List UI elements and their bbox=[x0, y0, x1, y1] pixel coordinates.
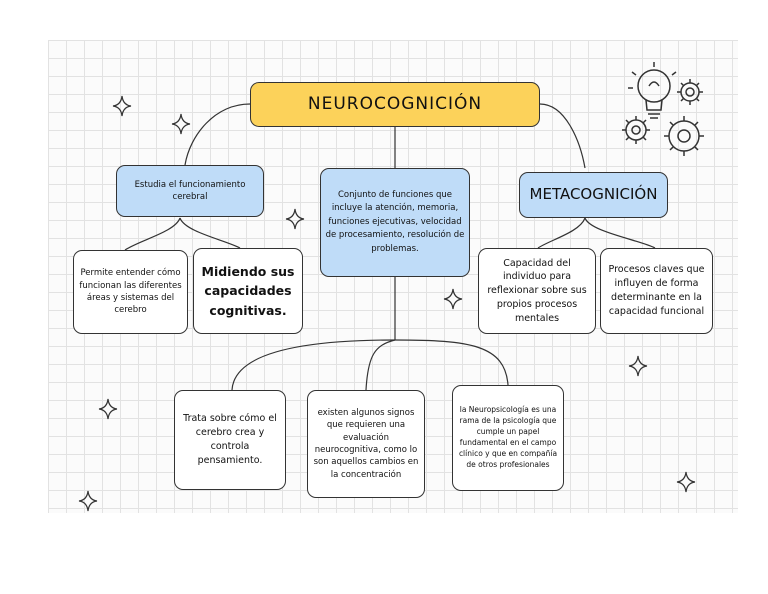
branch-metacognition: METACOGNICIÓN bbox=[519, 172, 668, 218]
sparkle-icon bbox=[628, 355, 648, 377]
right-child-key-processes: Procesos claves que influyen de forma de… bbox=[600, 248, 713, 334]
left-child-capacities: Midiendo sus capacidades cognitivas. bbox=[193, 248, 303, 334]
sparkle-icon bbox=[112, 95, 132, 117]
sparkle-icon bbox=[171, 113, 191, 135]
branch-left: Estudia el funcionamiento cerebral bbox=[116, 165, 264, 217]
right-child-reflection: Capacidad del individuo para reflexionar… bbox=[478, 248, 596, 334]
branch-center: Conjunto de funciones que incluye la ate… bbox=[320, 168, 470, 277]
sparkle-icon bbox=[285, 208, 305, 230]
sparkle-icon bbox=[98, 398, 118, 420]
left-child-areas: Permite entender cómo funcionan las dife… bbox=[73, 250, 188, 334]
sparkle-icon bbox=[676, 471, 696, 493]
main-title: NEUROCOGNICIÓN bbox=[250, 82, 540, 127]
sparkle-icon bbox=[443, 288, 463, 310]
center-child-neuropsychology: la Neuropsicología es una rama de la psi… bbox=[452, 385, 564, 491]
sparkle-icon bbox=[78, 490, 98, 512]
center-child-signs: existen algunos signos que requieren una… bbox=[307, 390, 425, 498]
lightbulb-gears-icon bbox=[622, 62, 704, 156]
center-child-thought: Trata sobre cómo el cerebro crea y contr… bbox=[174, 390, 286, 490]
